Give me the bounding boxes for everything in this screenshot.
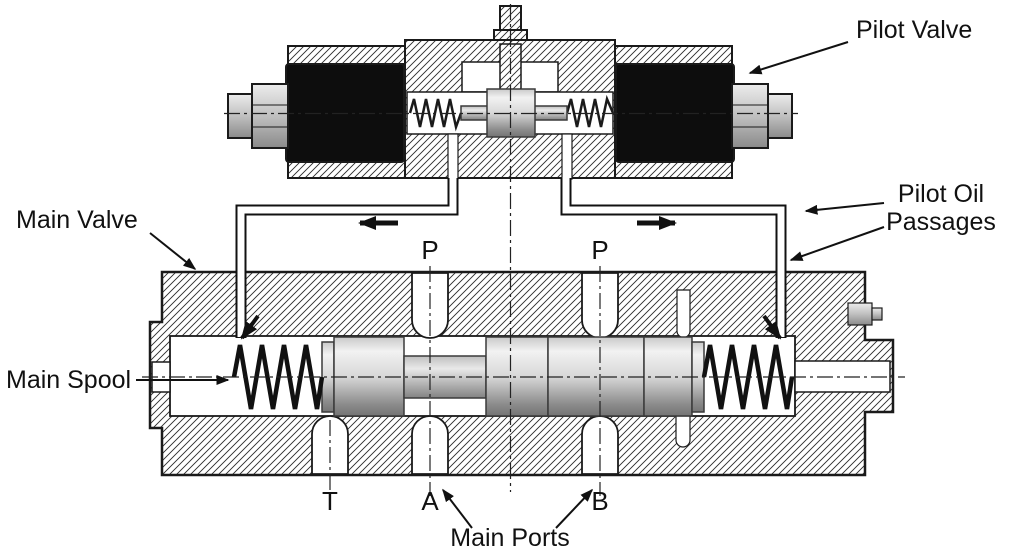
port-t-label: T	[322, 486, 338, 516]
chamber-arrow-right	[762, 314, 782, 340]
pilot-top-plate-left	[287, 45, 406, 65]
main-valve-label: Main Valve	[16, 206, 138, 234]
port-a-cavity	[411, 415, 449, 475]
port-p-right-label: P	[591, 235, 608, 265]
main-ports-leader-a	[442, 488, 473, 529]
port-t-cavity	[311, 415, 349, 475]
pilot-oil-passages	[235, 177, 787, 340]
pilot-valve-assembly	[227, 5, 793, 180]
main-ports-label: Main Ports	[450, 524, 569, 552]
pilot-oil-passages-label-line2: Passages	[886, 208, 996, 236]
chamber-arrow-left	[240, 314, 260, 340]
drain-slot-top	[676, 289, 691, 339]
drain-slot-bottom	[675, 415, 691, 448]
bleed-plug	[847, 302, 883, 326]
pilot-top-plate-right	[614, 45, 733, 65]
pilot-oil-leader-2	[789, 226, 885, 261]
solenoid-connector-right	[731, 83, 793, 149]
pilot-oil-passages-label-line1: Pilot Oil	[898, 180, 984, 208]
main-spool-label: Main Spool	[6, 366, 131, 394]
pilot-spring-right	[565, 94, 615, 128]
port-p-left-label: P	[421, 235, 438, 265]
pilot-valve-leader	[748, 41, 849, 75]
pilot-outlet-left	[447, 133, 459, 180]
main-valve-leader	[149, 232, 197, 270]
solenoid-connector-left	[227, 83, 289, 149]
centerlines	[142, 4, 905, 496]
port-a-label: A	[421, 486, 439, 516]
pilot-valve-label: Pilot Valve	[856, 16, 972, 44]
pilot-oil-leader-1	[804, 202, 885, 215]
pilot-passage-left	[237, 177, 457, 337]
pilot-passage-right	[562, 177, 785, 337]
main-ports-leader-b	[555, 488, 594, 529]
port-b-label: B	[591, 486, 608, 516]
pilot-outlet-right	[561, 133, 573, 180]
annotations: Pilot Valve Pilot Oil Passages Main Valv…	[6, 16, 996, 552]
